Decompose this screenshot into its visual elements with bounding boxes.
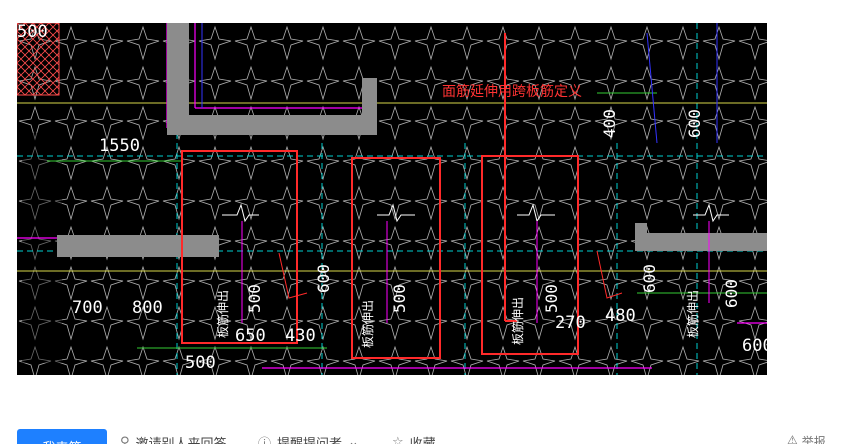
rebar-label: 板筋伸出 — [685, 290, 700, 338]
warning-icon: ⚠ — [787, 433, 798, 444]
rebar-length-text: 500 — [390, 284, 409, 313]
report-link[interactable]: ⚠ 举报 — [787, 433, 826, 444]
hatched-column — [17, 23, 60, 96]
rebar-label: 板筋伸出 — [360, 300, 375, 348]
dim-text: 700 — [72, 298, 103, 318]
invite-label: 邀请别人来回答 — [136, 433, 227, 444]
dim-text: 500 — [185, 353, 216, 373]
person-icon: ⚲ — [120, 435, 130, 444]
dim-text: 800 — [132, 298, 163, 318]
highlight-box-2 — [351, 157, 441, 359]
collect-label: 收藏 — [410, 433, 436, 444]
question-action-bar: 我来答 ⚲ 邀请别人来回答 ⓘ 提醒提问者 ⌄ ☆ 收藏 ⚠ 举报 — [0, 425, 849, 444]
rebar-length-text: 500 — [542, 284, 561, 313]
cad-drawing-canvas: 面筋延伸用跨板筋定义 500 1550 700 800 650 430 500 … — [17, 23, 767, 375]
dim-text: 270 — [555, 313, 586, 333]
highlight-boxes — [181, 150, 579, 359]
dimension-lines — [47, 92, 767, 349]
cad-drawing-image: 面筋延伸用跨板筋定义 500 1550 700 800 650 430 500 … — [17, 23, 767, 375]
dim-text: 600 — [722, 279, 741, 308]
slab-hatch-pattern — [17, 23, 767, 375]
dim-text: 500 — [17, 23, 48, 42]
remind-asker-link[interactable]: ⓘ 提醒提问者 ⌄ — [258, 433, 359, 444]
dim-text: 430 — [285, 326, 316, 346]
dim-text: 400 — [600, 109, 619, 138]
dim-text: 1550 — [99, 136, 140, 156]
dim-text: 600 — [742, 336, 767, 356]
dim-text: 650 — [235, 326, 266, 346]
rebar-symbols — [222, 203, 729, 223]
chevron-down-icon: ⌄ — [348, 435, 359, 444]
dim-text: 600 — [685, 109, 704, 138]
answer-button[interactable]: 我来答 — [17, 429, 107, 444]
dim-text: 600 — [314, 264, 333, 293]
invite-answer-link[interactable]: ⚲ 邀请别人来回答 — [120, 433, 227, 444]
rebar-label: 板筋伸出 — [510, 297, 525, 345]
dim-text: 600 — [640, 264, 659, 293]
dim-text: 480 — [605, 306, 636, 326]
highlight-box-1 — [181, 150, 298, 344]
rebar-length-text: 500 — [245, 284, 264, 313]
highlight-box-3 — [481, 155, 579, 355]
rebar-label: 板筋伸出 — [215, 290, 230, 338]
report-label: 举报 — [801, 435, 826, 444]
star-icon: ☆ — [392, 435, 404, 444]
beams — [57, 23, 767, 257]
info-icon: ⓘ — [258, 433, 271, 444]
collect-link[interactable]: ☆ 收藏 — [392, 433, 436, 444]
annotation-text: 面筋延伸用跨板筋定义 — [442, 83, 582, 100]
remind-label: 提醒提问者 — [277, 433, 342, 444]
